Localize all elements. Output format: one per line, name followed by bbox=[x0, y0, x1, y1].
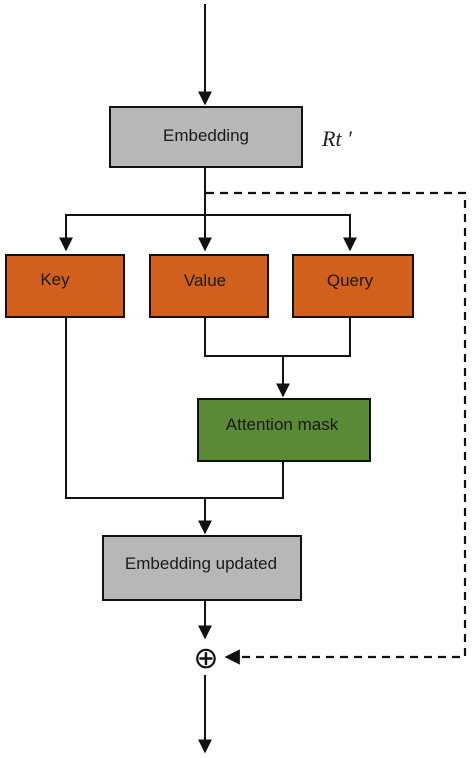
key-label: Key bbox=[40, 270, 70, 289]
embedding-updated-box: Embedding updated bbox=[102, 535, 302, 601]
key-attention-merge-line bbox=[65, 317, 284, 499]
attention-mask-box: Attention mask bbox=[197, 398, 371, 462]
value-label: Value bbox=[184, 271, 226, 290]
embedding-label: Embedding bbox=[163, 126, 249, 145]
query-box: Query bbox=[292, 254, 414, 318]
value-box: Value bbox=[149, 254, 269, 318]
query-label: Query bbox=[327, 271, 374, 290]
attention-mask-label: Attention mask bbox=[226, 415, 339, 434]
add-operator-icon: ⊕ bbox=[193, 641, 218, 676]
embedding-updated-label: Embedding updated bbox=[125, 554, 277, 573]
embedding-box: Embedding bbox=[109, 106, 303, 168]
value-query-merge-line bbox=[204, 317, 351, 357]
residual-dashed-path bbox=[206, 191, 467, 665]
key-box: Key bbox=[5, 254, 125, 318]
rt-prime-annotation: Rt ′ bbox=[321, 126, 353, 151]
